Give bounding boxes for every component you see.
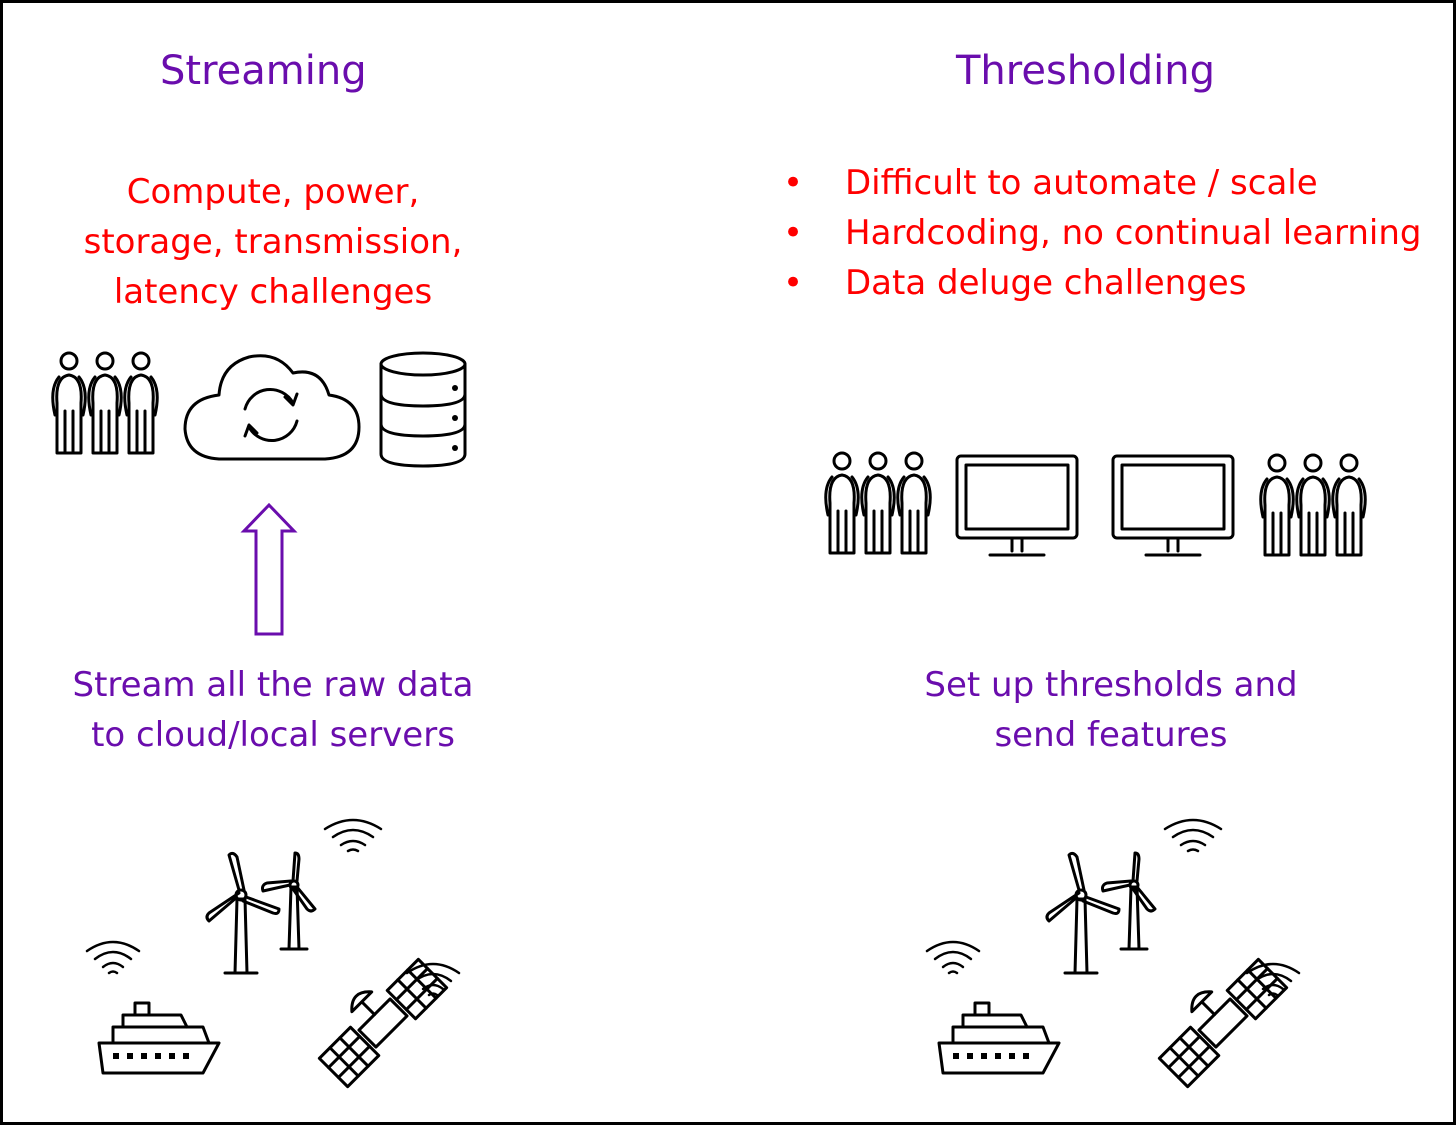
- streaming-challenge-line-2: storage, transmission,: [83, 222, 463, 262]
- wifi-signal-icon: [925, 940, 981, 975]
- wifi-signal-icon: [323, 818, 383, 853]
- upload-arrow-icon: [240, 502, 298, 636]
- streaming-title: Streaming: [160, 48, 367, 94]
- streaming-description-line-2: to cloud/local servers: [91, 715, 455, 755]
- streaming-challenge-line-3: latency challenges: [113, 272, 433, 312]
- wind-turbines-icon: [1045, 851, 1157, 975]
- satellite-icon: [1157, 957, 1289, 1089]
- streaming-description-line-1: Stream all the raw data: [72, 665, 474, 705]
- satellite-icon: [317, 957, 449, 1089]
- bullet-marker: •: [783, 213, 804, 253]
- thresholding-title: Thresholding: [956, 48, 1215, 94]
- people-group-icon: [824, 451, 932, 555]
- ship-icon: [97, 1001, 221, 1075]
- bullet-text: Difficult to automate / scale: [845, 163, 1318, 203]
- bullet-marker: •: [783, 263, 804, 303]
- bullet-text: Data deluge challenges: [845, 263, 1247, 303]
- bullet-marker: •: [783, 163, 804, 203]
- cloud-sync-icon: [183, 354, 361, 461]
- people-group-icon: [1259, 453, 1367, 557]
- ship-icon: [937, 1001, 1061, 1075]
- edge-assets-group: [85, 818, 461, 1089]
- wifi-signal-icon: [85, 940, 141, 975]
- bullet-text: Hardcoding, no continual learning: [845, 213, 1422, 253]
- streaming-challenge-line-1: Compute, power,: [126, 172, 420, 212]
- database-icon: [379, 351, 467, 468]
- people-group-icon: [51, 351, 159, 455]
- edge-assets-group: [925, 818, 1301, 1089]
- monitor-icon: [955, 454, 1079, 557]
- monitor-icon: [1111, 454, 1235, 557]
- wind-turbines-icon: [205, 851, 317, 975]
- thresholding-description-line-1: Set up thresholds and: [924, 665, 1298, 705]
- wifi-signal-icon: [1163, 818, 1223, 853]
- thresholding-description-line-2: send features: [994, 715, 1228, 755]
